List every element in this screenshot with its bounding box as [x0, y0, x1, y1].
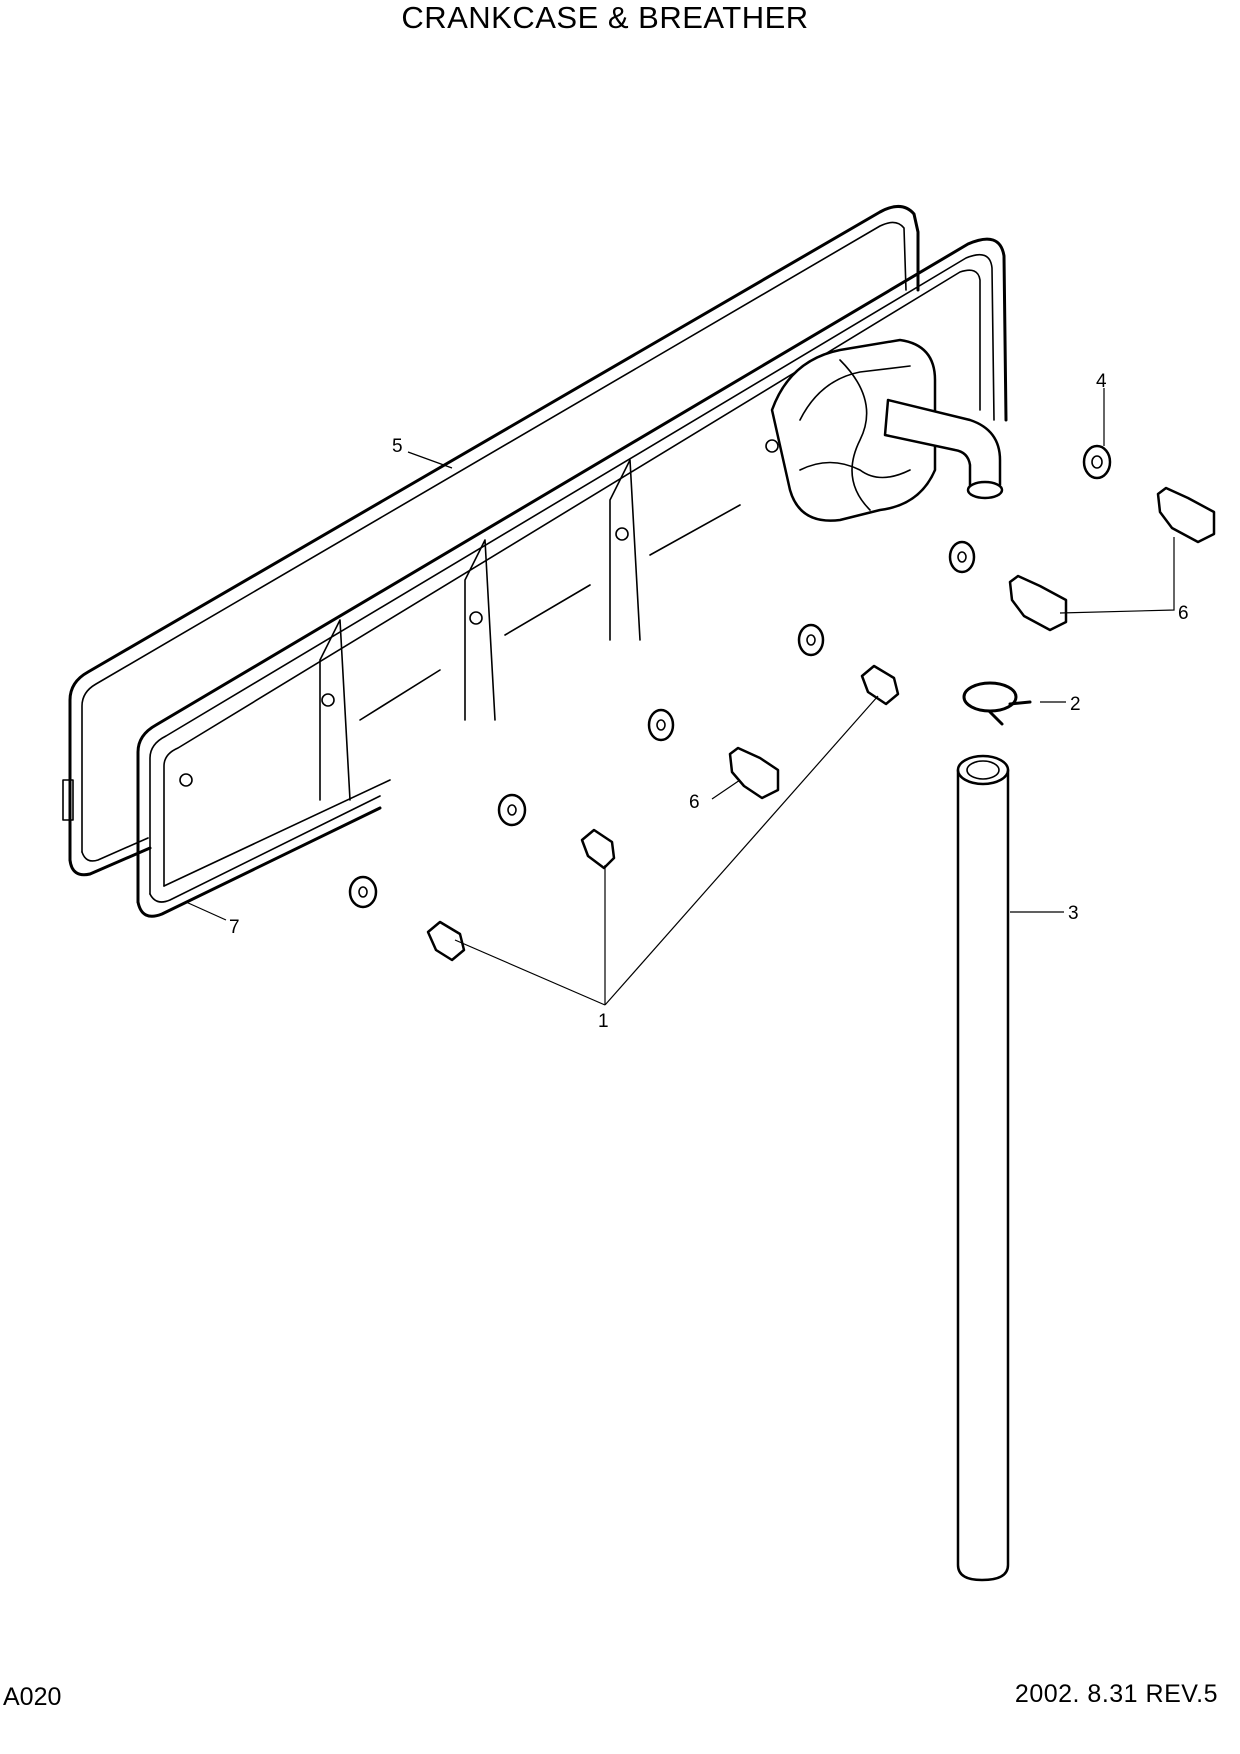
callout-3: 3	[1068, 903, 1079, 924]
diagram-title: CRANKCASE & BREATHER	[401, 0, 809, 35]
callout-6-lower: 6	[689, 792, 700, 813]
callout-2: 2	[1070, 694, 1081, 715]
washer-4	[1082, 444, 1112, 480]
part-hose	[956, 754, 1010, 1582]
callout-6-upper: 6	[1178, 603, 1189, 624]
revision-date: 2002. 8.31 REV.5	[1014, 1680, 1218, 1708]
part-breather-housing	[770, 338, 1004, 522]
page-code: A020	[3, 1683, 62, 1711]
callout-5: 5	[392, 436, 403, 457]
callout-labels: 4 5 6 2 6 3 7 1	[229, 371, 1189, 1032]
part-crankcase-cover	[136, 237, 1008, 918]
part-clamp	[962, 681, 1032, 726]
leader-lines	[185, 388, 1175, 1006]
part-gasket-rear	[62, 205, 920, 877]
part-washers	[348, 444, 1112, 909]
part-bolts	[426, 664, 900, 962]
callout-1: 1	[598, 1011, 609, 1032]
part-studs	[728, 486, 1216, 800]
callout-7: 7	[229, 917, 240, 938]
callout-4: 4	[1096, 371, 1107, 392]
